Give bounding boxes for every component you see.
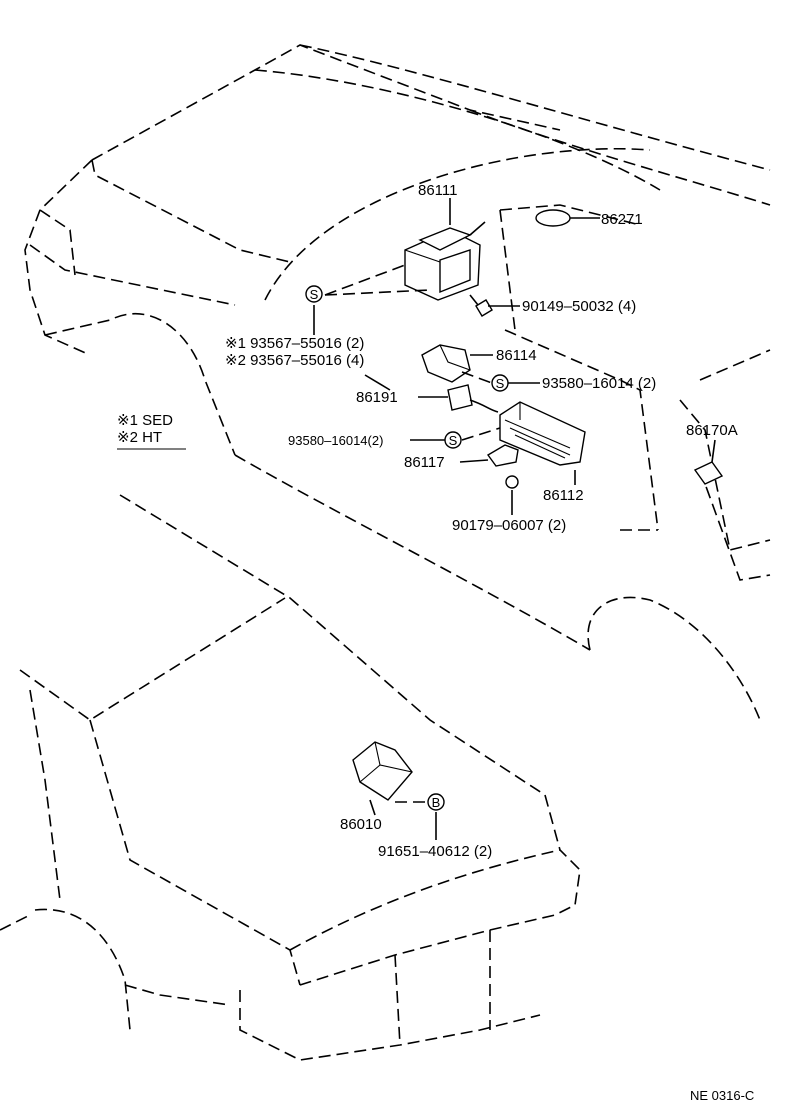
label-90149-50032: 90149–50032 (4)	[522, 298, 636, 315]
upper-car-outline	[24, 44, 771, 721]
label-86114: 86114	[496, 347, 537, 364]
legend-sed: ※1 SED	[117, 412, 173, 429]
legend-ht: ※2 HT	[117, 429, 162, 446]
part-86117-drawing	[486, 444, 519, 467]
lower-car-outline	[0, 494, 581, 1061]
svg-text:B: B	[432, 795, 441, 810]
leader-lines	[313, 198, 716, 840]
figure-code: NE 0316-C	[690, 1088, 754, 1103]
label-86117: 86117	[404, 454, 445, 471]
svg-text:S: S	[449, 433, 458, 448]
part-86114-drawing	[421, 344, 471, 383]
svg-text:S: S	[310, 287, 319, 302]
legend: ※1 SED ※2 HT	[117, 412, 186, 450]
label-93580-b: 93580–16014(2)	[288, 433, 383, 448]
bolt-symbol: B	[427, 793, 445, 811]
part-86010-drawing	[352, 741, 413, 801]
label-93567-ht: ※2 93567–55016 (4)	[225, 352, 364, 369]
part-86271-drawing	[535, 209, 571, 227]
label-86271: 86271	[601, 211, 643, 228]
label-91651-40612: 91651–40612 (2)	[378, 843, 492, 860]
label-86112: 86112	[543, 487, 584, 504]
part-90149-drawing	[469, 294, 493, 317]
part-86170a-drawing	[693, 461, 724, 485]
label-86111: 86111	[418, 182, 458, 199]
label-86010: 86010	[340, 816, 382, 833]
screw-symbol-3: S	[444, 431, 462, 449]
label-86191: 86191	[356, 389, 398, 406]
part-86191-drawing	[447, 384, 499, 413]
part-86112-drawing	[499, 401, 586, 466]
svg-text:S: S	[496, 376, 505, 391]
label-93567-sed: ※1 93567–55016 (2)	[225, 335, 364, 352]
label-90179-06007: 90179–06007 (2)	[452, 517, 566, 534]
part-86111-drawing	[404, 221, 486, 301]
screw-symbol-1: S	[305, 285, 323, 303]
screw-symbol-2: S	[491, 374, 509, 392]
label-93580-a: 93580–16014 (2)	[542, 375, 656, 392]
label-86170a: 86170A	[686, 422, 738, 439]
part-90179-drawing	[505, 475, 519, 489]
